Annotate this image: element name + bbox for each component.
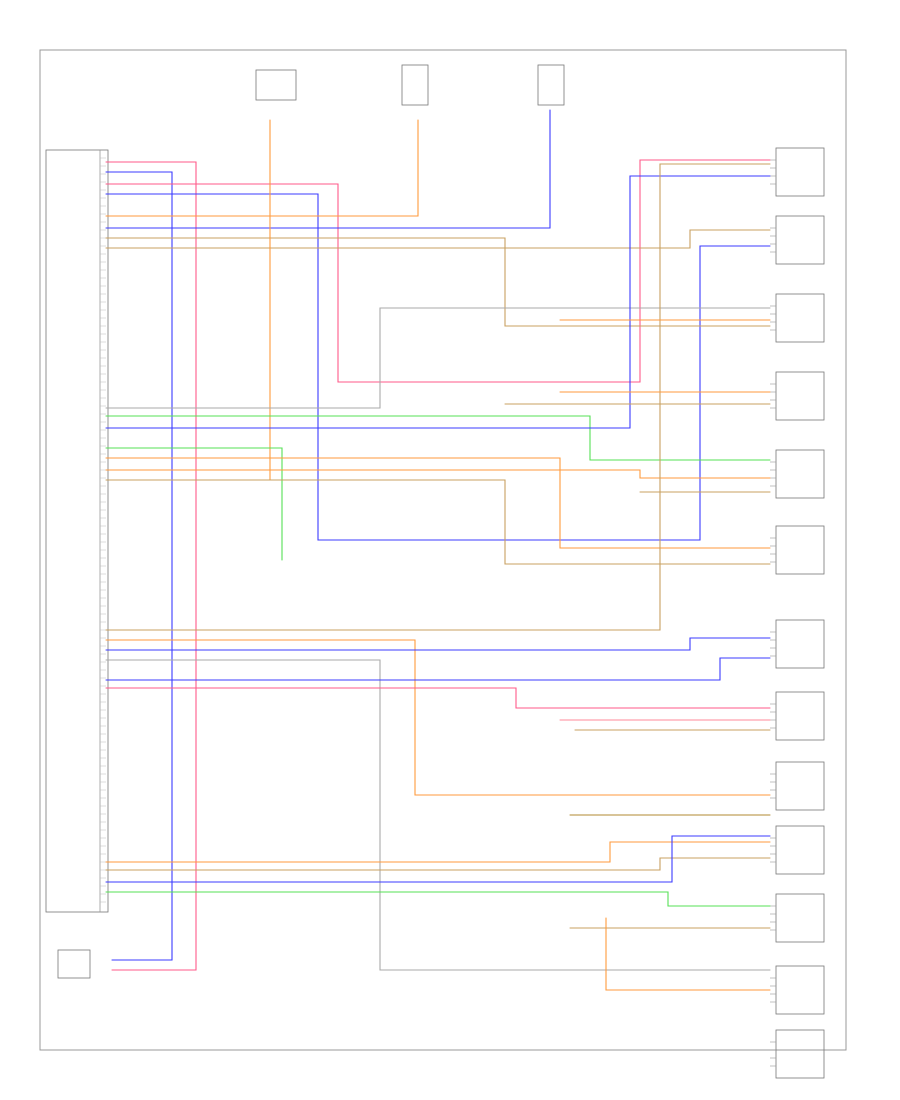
green-wire <box>105 447 283 561</box>
gray-wire <box>105 659 771 971</box>
control-module <box>45 149 109 913</box>
blue-wire <box>105 835 771 883</box>
blue-wire <box>105 637 771 651</box>
orange-wire <box>105 841 771 863</box>
green-wire <box>105 891 771 907</box>
blue-wire <box>105 171 173 961</box>
wire-harness <box>105 109 771 991</box>
orange-wire <box>605 917 771 991</box>
tan-wire <box>105 229 771 249</box>
blue-wire <box>105 657 771 681</box>
tan-wire <box>105 163 771 631</box>
blue-wire <box>105 193 771 541</box>
orange-wire <box>105 457 771 549</box>
sensor-4 <box>770 371 825 421</box>
sensor-13 <box>770 1029 825 1079</box>
sensor-6 <box>770 525 825 575</box>
sensor-2 <box>770 215 825 265</box>
tan-wire <box>105 237 771 327</box>
sensor-10 <box>770 825 825 875</box>
orange-wire <box>105 469 771 479</box>
tan-wire <box>105 479 771 565</box>
sensor-3 <box>770 293 825 343</box>
sensor-7 <box>770 619 825 669</box>
sensor-11 <box>770 893 825 943</box>
sensor-1 <box>770 147 825 197</box>
sensor-12 <box>770 965 825 1015</box>
sensor-9 <box>770 761 825 811</box>
ignition-switch <box>255 69 297 101</box>
bottom-left-component <box>57 949 91 979</box>
control-module-pins <box>100 157 106 903</box>
tan-wire <box>105 857 771 871</box>
orange-wire <box>105 639 771 796</box>
top-components <box>255 64 565 106</box>
blue-wire <box>105 109 551 229</box>
sensor-column <box>770 147 825 1079</box>
top-module-2 <box>401 64 429 106</box>
blue-wire <box>105 175 771 429</box>
sensor-5 <box>770 449 825 499</box>
red-wire <box>105 161 197 971</box>
page-border <box>39 49 847 1051</box>
top-module-3 <box>537 64 565 106</box>
green-wire <box>105 415 771 461</box>
red-wire <box>105 159 771 383</box>
sensor-8 <box>770 691 825 741</box>
red-wire <box>105 687 771 709</box>
gray-wire <box>105 307 771 409</box>
orange-wire <box>105 119 419 217</box>
